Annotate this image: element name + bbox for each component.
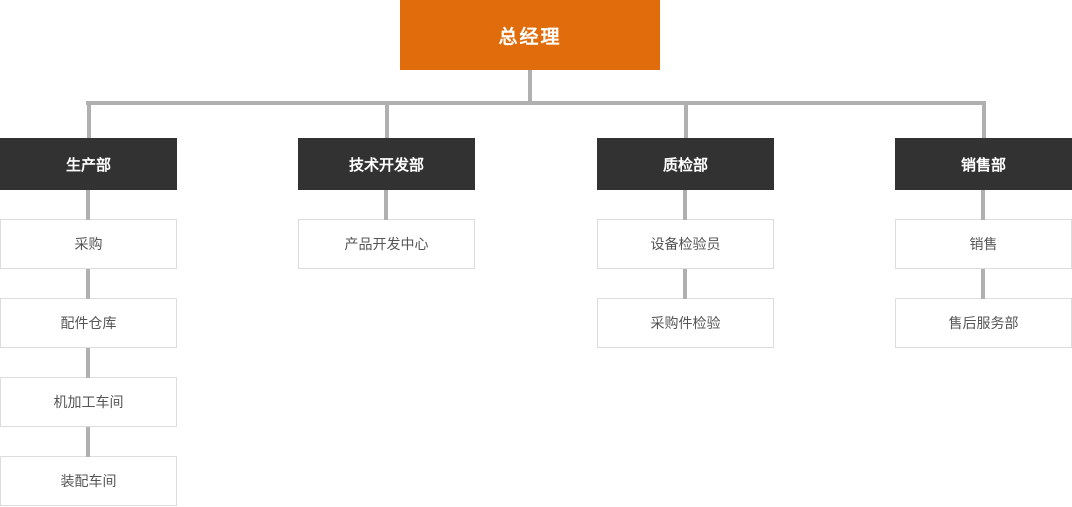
child-node: 机加工车间 [0, 348, 177, 427]
child-label: 机加工车间 [53, 395, 124, 411]
child-label: 设备检验员 [650, 237, 721, 253]
department-node: 生产部 [0, 101, 177, 190]
root-node: 总经理 [400, 0, 660, 70]
child-node: 销售 [895, 190, 1072, 269]
root-label: 总经理 [498, 25, 562, 48]
department-label: 质检部 [662, 155, 708, 174]
child-label: 采购 [74, 237, 103, 253]
child-label: 产品开发中心 [344, 237, 429, 253]
child-node: 装配车间 [0, 427, 177, 506]
department-column: 技术开发部 产品开发中心 [298, 101, 475, 269]
connector-trunk [528, 70, 532, 105]
child-label: 装配车间 [60, 474, 117, 490]
child-node: 售后服务部 [895, 269, 1072, 348]
department-label: 生产部 [65, 155, 111, 174]
department-label: 销售部 [960, 155, 1006, 174]
department-column: 质检部 设备检验员 采购件检验 [597, 101, 774, 348]
child-label: 采购件检验 [650, 316, 721, 332]
connector-horizontal [86, 101, 986, 105]
child-node: 配件仓库 [0, 269, 177, 348]
department-column: 生产部 采购 配件仓库 机加工车间 装配车间 [0, 101, 177, 506]
department-node: 质检部 [597, 101, 774, 190]
child-label: 销售 [969, 237, 998, 253]
child-node: 产品开发中心 [298, 190, 475, 269]
department-node: 技术开发部 [298, 101, 475, 190]
department-column: 销售部 销售 售后服务部 [895, 101, 1072, 348]
child-label: 配件仓库 [60, 316, 117, 332]
department-label: 技术开发部 [348, 155, 424, 174]
child-node: 采购件检验 [597, 269, 774, 348]
child-node: 采购 [0, 190, 177, 269]
child-node: 设备检验员 [597, 190, 774, 269]
child-label: 售后服务部 [948, 316, 1019, 332]
department-node: 销售部 [895, 101, 1072, 190]
